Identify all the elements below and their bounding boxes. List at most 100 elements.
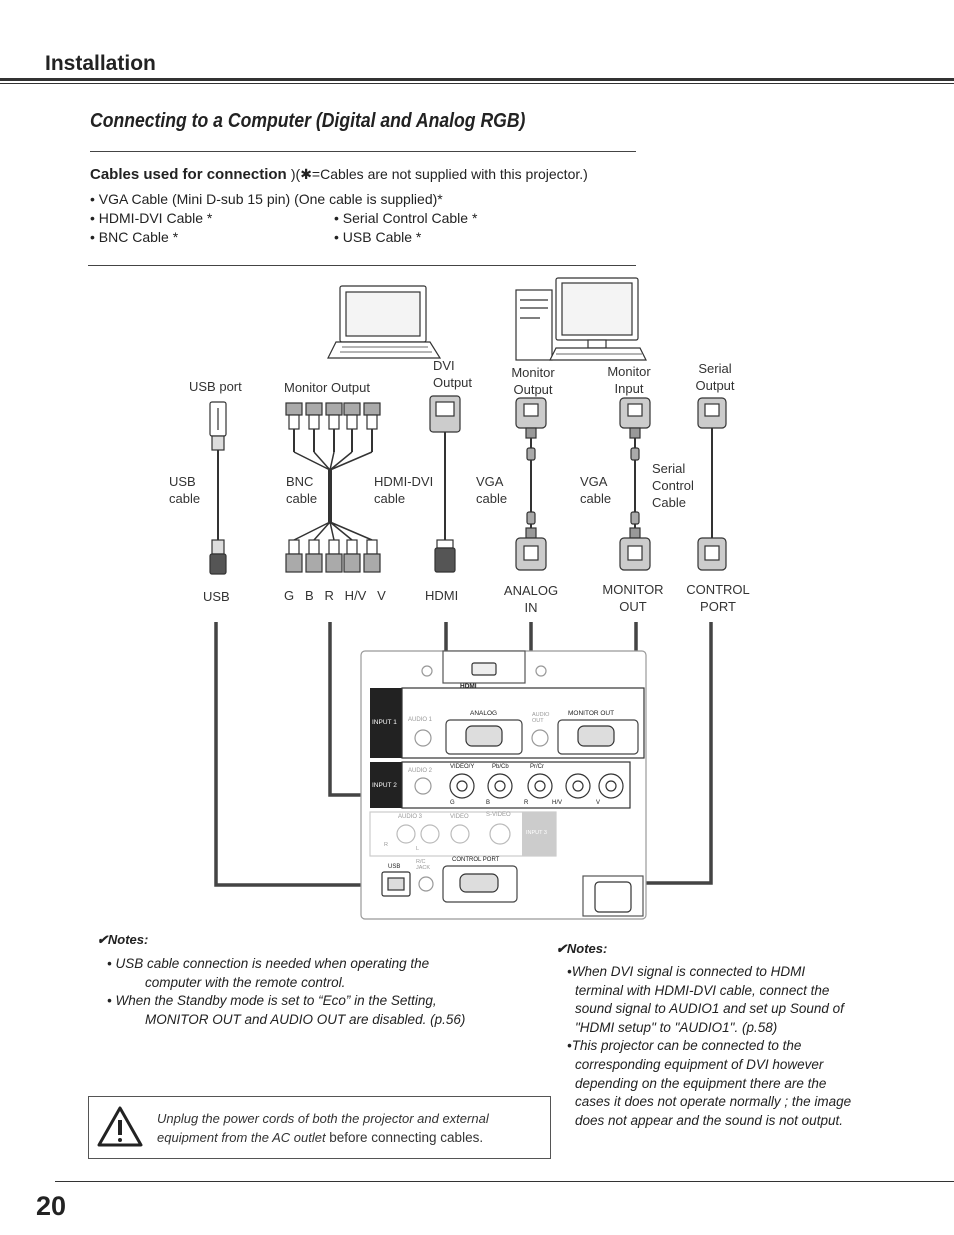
label-monitor-output: Monitor Output	[284, 380, 370, 395]
cable-item: • VGA Cable (Mini D-sub 15 pin) (One cab…	[90, 191, 443, 207]
panel-label-video-y: VIDEO/Y	[450, 764, 475, 770]
warning-text: Unplug the power cords of both the proje…	[157, 1109, 489, 1147]
label-serial-output: Serial Output	[690, 360, 740, 394]
label-gbrhv: G B R H/V V	[284, 588, 386, 603]
label-line: Monitor	[511, 365, 555, 380]
panel-label-analog: ANALOG	[470, 710, 498, 717]
notes-right: •When DVI signal is connected to HDMI te…	[567, 963, 851, 1130]
label-control-port: CONTROL PORT	[680, 581, 756, 615]
label-line: BNC	[286, 474, 314, 489]
label-line: Output	[695, 378, 735, 393]
label-line: Monitor	[607, 364, 651, 379]
panel-label-audio1: AUDIO 1	[408, 717, 433, 723]
note-line: depending on the equipment there are the	[575, 1075, 827, 1091]
label-line: Serial	[652, 461, 686, 476]
label-monitor-input: Monitor Input	[603, 363, 655, 397]
warning-line-b: before connecting cables.	[329, 1130, 484, 1145]
label-serial-control-cable: Serial Control Cable	[652, 460, 694, 511]
panel-label-usb: USB	[388, 864, 401, 870]
panel-label-input2: INPUT 2	[372, 782, 397, 789]
label-analog-in: ANALOG IN	[500, 582, 562, 616]
note-line: computer with the remote control.	[145, 974, 346, 990]
label-hdmi-dvi-cable: HDMI-DVI cable	[374, 473, 433, 507]
cable-item: • HDMI-DVI Cable *	[90, 210, 213, 226]
header-rule-thin	[0, 83, 954, 84]
label-line: ANALOG	[503, 583, 559, 598]
label-line: Output	[513, 382, 553, 397]
cables-heading: Cables used for connection )(✱=Cables ar…	[90, 166, 588, 183]
warning-line: equipment from the AC outlet before conn…	[157, 1128, 489, 1147]
warning-icon	[97, 1106, 143, 1147]
panel-label-audio-out: AUDIO OUT	[532, 712, 550, 724]
note-line: •This projector can be connected to the	[567, 1038, 802, 1054]
divider	[88, 265, 636, 266]
label-line: Control	[652, 478, 694, 493]
label-line: OUT	[619, 599, 647, 614]
cable-item: • USB Cable *	[334, 229, 422, 245]
panel-label-pb-cb: Pb/Cb	[492, 764, 509, 770]
note-line: • When the Standby mode is set to “Eco” …	[107, 993, 437, 1009]
label-line: MONITOR	[602, 582, 664, 597]
panel-label-rc-jack: R/C JACK	[416, 859, 431, 871]
label-line: Output	[433, 375, 473, 390]
warning-line-a: equipment from the AC outlet	[157, 1130, 330, 1145]
cable-item: • BNC Cable *	[90, 229, 179, 245]
footer-rule	[55, 1181, 954, 1182]
bnc-connector-top	[285, 402, 381, 430]
serial-control-cable	[697, 397, 727, 571]
cable-item: • Serial Control Cable *	[334, 210, 478, 226]
notes-left: • USB cable connection is needed when op…	[107, 955, 465, 1029]
desktop-computer-icon	[515, 277, 647, 361]
panel-label-input3: INPUT 3	[526, 830, 547, 836]
note-line: • USB cable connection is needed when op…	[107, 956, 430, 971]
label-line: PORT	[700, 599, 736, 614]
label-line: DVI	[433, 358, 455, 373]
panel-label-pr-cr: Pr/Cr	[530, 764, 544, 770]
label-usb: USB	[203, 589, 230, 604]
warning-line: Unplug the power cords of both the proje…	[157, 1111, 489, 1126]
label-monitor-output-pc: Monitor Output	[507, 364, 559, 398]
panel-label-hdmi: HDMI	[460, 683, 477, 690]
panel-label-control-port: CONTROL PORT	[452, 857, 500, 863]
bnc-cable	[285, 402, 381, 573]
divider	[90, 151, 636, 152]
label-line: cable	[374, 491, 406, 506]
note-line: •When DVI signal is connected to HDMI	[567, 964, 806, 979]
label-vga-cable-2: VGA cable	[580, 473, 611, 507]
label-usb-cable: USB cable	[169, 473, 200, 507]
note-line: sound signal to AUDIO1 and set up Sound …	[575, 1001, 844, 1017]
label-vga-cable-1: VGA cable	[476, 473, 507, 507]
notes-heading-left: ✔Notes:	[97, 932, 149, 947]
warning-box	[88, 1096, 551, 1159]
panel-label-hv: H/V	[552, 800, 563, 806]
panel-label-b: B	[486, 800, 491, 806]
section-title: Installation	[45, 52, 156, 75]
panel-label-svideo: S-VIDEO	[486, 812, 511, 818]
panel-label-audio3: AUDIO 3	[398, 814, 423, 820]
panel-label-g: G	[450, 800, 455, 806]
panel-label-r3: R	[384, 842, 388, 848]
label-line: VGA	[580, 474, 608, 489]
panel-label-l3: L	[416, 846, 420, 852]
page-subtitle: Connecting to a Computer (Digital and An…	[90, 110, 526, 132]
panel-label-audio2: AUDIO 2	[408, 768, 433, 774]
laptop-icon	[327, 285, 442, 359]
note-line: cases it does not operate normally ; the…	[575, 1094, 852, 1110]
label-dvi-output: DVI Output	[433, 357, 472, 391]
label-line: HDMI-DVI	[374, 474, 434, 489]
note-line: does not appear and the sound is not out…	[575, 1112, 843, 1128]
label-line: Input	[614, 381, 644, 396]
label-line: USB	[169, 474, 196, 489]
cables-note: )(✱=Cables are not supplied with this pr…	[290, 166, 588, 182]
label-line: cable	[580, 491, 612, 506]
label-line: Serial	[698, 361, 732, 376]
usb-cable	[209, 401, 227, 575]
label-line: VGA	[476, 474, 504, 489]
label-line: Cable	[652, 495, 686, 510]
vga-cable-analog	[515, 397, 547, 571]
panel-label-input1: INPUT 1	[372, 719, 397, 726]
label-line: CONTROL	[686, 582, 750, 597]
note-line: MONITOR OUT and AUDIO OUT are disabled. …	[145, 1011, 466, 1027]
hdmi-dvi-cable	[429, 395, 461, 573]
